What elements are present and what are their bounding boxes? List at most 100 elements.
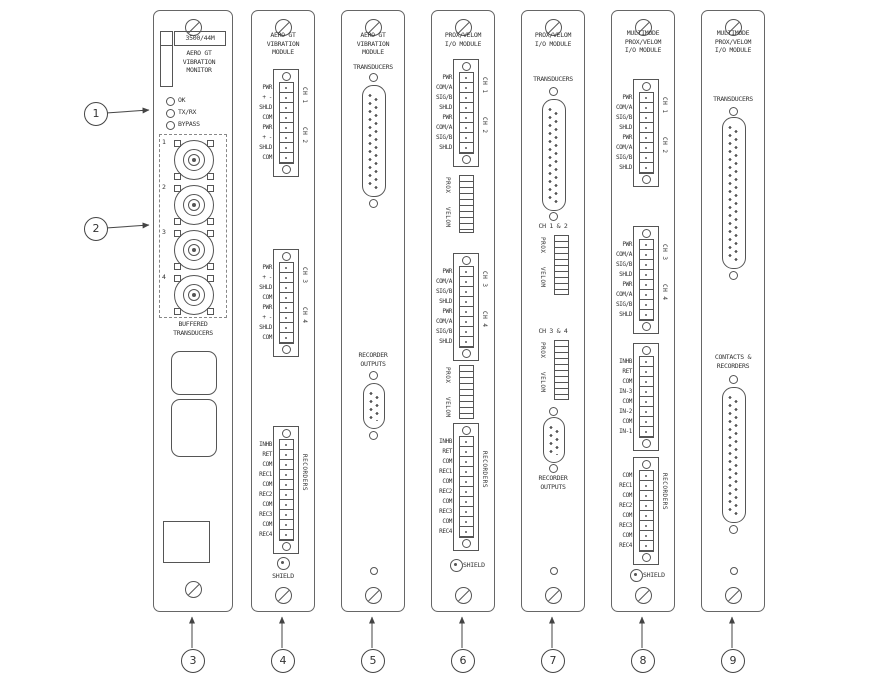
shield-jack xyxy=(630,569,643,582)
panel-multimode-transducer: MULTIMODE PROX/VELOM I/O MODULE TRANSDUC… xyxy=(701,10,765,612)
bnc-lug-icon xyxy=(207,308,214,315)
screw-icon xyxy=(185,19,202,36)
bnc-connector-2 xyxy=(174,185,214,225)
terminal-screw-icon xyxy=(281,252,291,261)
handle-cutout xyxy=(171,399,217,457)
shield-label: SHIELD xyxy=(643,571,665,579)
channel-label: CH 4 xyxy=(301,307,308,324)
panel-hole xyxy=(370,567,378,575)
dsub-recorder-outputs xyxy=(363,383,385,429)
led-bypass-label: BYPASS xyxy=(178,120,200,128)
bnc-lug-icon xyxy=(174,230,181,237)
bnc-ring xyxy=(183,239,205,261)
connector-pins xyxy=(726,395,742,515)
terminal-screw-icon xyxy=(641,460,651,469)
bnc-lug-icon xyxy=(207,218,214,225)
bnc-connector-1 xyxy=(174,140,214,180)
jackscrew-icon xyxy=(369,199,378,208)
bnc-ring xyxy=(188,289,200,301)
led-txrx-label: TX/RX xyxy=(178,108,197,116)
bnc-ring xyxy=(183,284,205,306)
channel-label: CH 1 xyxy=(481,77,488,94)
terminal-block-recorders xyxy=(453,423,479,551)
shield-label: SHIELD xyxy=(463,561,485,569)
contacts-recorders-label: CONTACTS & RECORDERS xyxy=(714,353,752,370)
panel-title: PROX/VELOM I/O MODULE xyxy=(444,31,482,48)
panel-hole xyxy=(730,567,738,575)
shield-label: SHIELD xyxy=(272,572,294,580)
channel-label: CH 3 xyxy=(661,244,668,261)
ch34-label: CH 3 & 4 xyxy=(538,327,568,335)
handle-cutout xyxy=(171,351,217,395)
jackscrew-icon xyxy=(369,73,378,82)
bnc-pin xyxy=(192,158,196,162)
panel-vibration-monitor: 3500/44M AERO GT VIBRATION MONITOR OK TX… xyxy=(153,10,233,612)
shield-jack xyxy=(450,559,463,572)
terminal-cells xyxy=(458,72,474,154)
terminal-screw-icon xyxy=(461,62,471,71)
recorders-side-label: RECORDERS xyxy=(661,473,668,511)
screw-icon xyxy=(635,587,652,604)
prox-label: PROX xyxy=(539,237,546,254)
screw-icon xyxy=(635,19,652,36)
terminal-screw-icon xyxy=(461,539,471,548)
channel-label: CH 2 xyxy=(301,127,308,144)
panel-title: AERO GT VIBRATION MODULE xyxy=(356,31,390,56)
connector-pins xyxy=(367,391,381,421)
velom-label: VELOM xyxy=(539,372,546,393)
velom-label: VELOM xyxy=(444,397,451,418)
terminal-screw-icon xyxy=(461,426,471,435)
recorder-outputs-label: RECORDER OUTPUTS xyxy=(358,351,388,368)
terminal-labels: INHB RET COM REC1 COM REC2 COM REC3 COM … xyxy=(439,438,452,535)
leader-line-1 xyxy=(105,107,150,114)
dsub-contacts-recorders xyxy=(722,387,746,523)
terminal-block-ch12 xyxy=(633,79,659,187)
bnc-ring xyxy=(188,244,200,256)
callout-2: 2 xyxy=(84,217,108,241)
bnc-lug-icon xyxy=(174,263,181,270)
terminal-block-ch34 xyxy=(453,253,479,361)
terminal-cells xyxy=(278,262,294,344)
bnc-connector-3 xyxy=(174,230,214,270)
screw-icon xyxy=(365,587,382,604)
panel-title: MULTIMODE PROX/VELOM I/O MODULE xyxy=(624,29,662,54)
screw-icon xyxy=(455,587,472,604)
connector-pins xyxy=(366,93,382,189)
terminal-cells xyxy=(458,266,474,348)
terminal-cells xyxy=(638,470,654,552)
bnc-number: 1 xyxy=(162,138,166,146)
panel-aero-gt-io: AERO GT VIBRATION MODULE PWR + - SHLD CO… xyxy=(251,10,315,612)
terminal-screw-icon xyxy=(641,553,651,562)
connector-pins xyxy=(547,425,561,455)
channel-label: CH 2 xyxy=(481,117,488,134)
terminal-labels: PWR COM/A SIG/B SHLD PWR COM/A SIG/B SHL… xyxy=(615,94,632,171)
terminal-screw-icon xyxy=(641,229,651,238)
channel-label: CH 3 xyxy=(481,271,488,288)
terminal-block-ch12 xyxy=(273,69,299,177)
screw-icon xyxy=(275,587,292,604)
prox-label: PROX xyxy=(539,342,546,359)
terminal-cells xyxy=(278,82,294,164)
jackscrew-icon xyxy=(729,525,738,534)
bnc-connector-4 xyxy=(174,275,214,315)
bnc-ring xyxy=(183,194,205,216)
bnc-pin xyxy=(192,293,196,297)
channel-label: CH 3 xyxy=(301,267,308,284)
terminal-labels: INHB RET COM REC1 COM REC2 COM REC3 COM … xyxy=(259,441,272,538)
connector-pins xyxy=(546,107,562,203)
transducers-label: TRANSDUCERS xyxy=(353,63,393,71)
prox-label: PROX xyxy=(444,177,451,194)
panel-aero-gt-transducer: AERO GT VIBRATION MODULE TRANSDUCERS REC… xyxy=(341,10,405,612)
jackscrew-icon xyxy=(549,464,558,473)
terminal-screw-icon xyxy=(281,165,291,174)
extractor-tab xyxy=(163,521,210,563)
terminal-screw-icon xyxy=(641,439,651,448)
panel-title: PROX/VELOM I/O MODULE xyxy=(534,31,572,48)
screw-icon xyxy=(185,581,202,598)
terminal-block-recorders xyxy=(273,426,299,554)
prox-label: PROX xyxy=(444,367,451,384)
velom-label: VELOM xyxy=(539,267,546,288)
terminal-screw-icon xyxy=(461,349,471,358)
dsub-transducers xyxy=(722,117,746,269)
